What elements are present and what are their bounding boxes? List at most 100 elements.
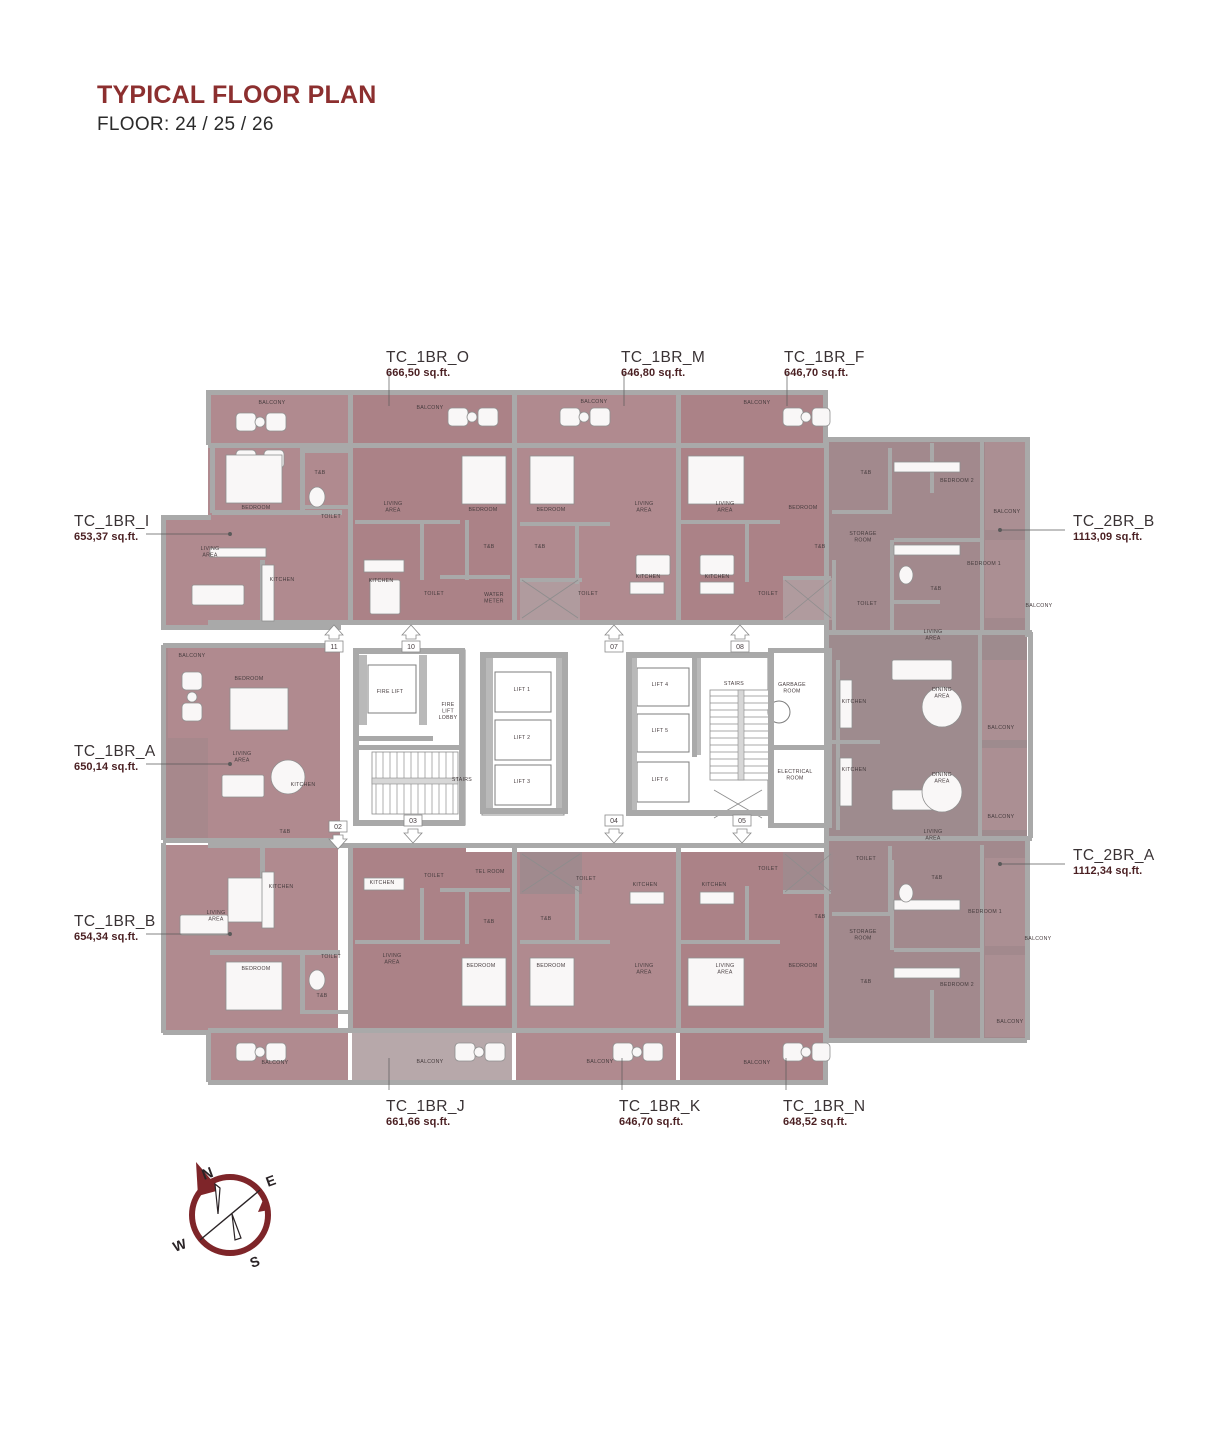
room-label: BEDROOM 2 (940, 478, 974, 484)
unit-name: TC_1BR_B (74, 913, 156, 930)
room-label: TOILET (576, 876, 596, 882)
room-label: TOILET (758, 866, 778, 872)
room-label: TOILET (424, 591, 444, 597)
room-label: T&B (317, 993, 328, 999)
room-label: BALCONY (988, 725, 1015, 731)
entry-marker: 11 (324, 624, 344, 653)
room-label: KITCHEN (370, 880, 395, 886)
entry-marker: 08 (730, 624, 750, 653)
unit-area: 653,37 sq.ft. (74, 531, 139, 544)
unit-area: 646,70 sq.ft. (784, 367, 849, 380)
compass-rose: N E S W (168, 1152, 288, 1272)
floor-subtitle: FLOOR: 24 / 25 / 26 (97, 114, 274, 136)
room-label: BALCONY (587, 1059, 614, 1065)
room-label: KITCHEN (842, 767, 867, 773)
unit-area: 648,52 sq.ft. (783, 1116, 848, 1129)
room-label: TOILET (424, 873, 444, 879)
room-label: T&B (932, 875, 943, 881)
entry-marker: 07 (604, 624, 624, 653)
room-label: BEDROOM (242, 505, 271, 511)
room-label: BALCONY (581, 399, 608, 405)
room-label: T&B (484, 544, 495, 550)
room-label: BALCONY (259, 400, 286, 406)
duct-marks (521, 579, 832, 893)
unit-area: 666,50 sq.ft. (386, 367, 451, 380)
room-label: TOILET (578, 591, 598, 597)
room-label: TOILET (758, 591, 778, 597)
unit-name: TC_1BR_F (784, 349, 865, 366)
entry-marker: 04 (604, 814, 624, 844)
unit-name: TC_1BR_J (386, 1098, 466, 1115)
room-label: LIFT 5 (652, 728, 669, 734)
room-label: BALCONY (988, 814, 1015, 820)
room-label: T&B (541, 916, 552, 922)
room-label: TOILET (857, 601, 877, 607)
unit-fills (163, 393, 1027, 1082)
room-label: BEDROOM (242, 966, 271, 972)
room-label: T&B (815, 914, 826, 920)
room-label: KITCHEN (269, 884, 294, 890)
room-label: LIFT 4 (652, 682, 669, 688)
room-label: BEDROOM 1 (968, 909, 1002, 915)
room-label: BEDROOM (537, 963, 566, 969)
room-label: KITCHEN (702, 882, 727, 888)
room-label: BALCONY (744, 400, 771, 406)
entry-marker: 03 (403, 814, 423, 844)
room-label: BALCONY (262, 1060, 289, 1066)
room-label: T&B (280, 829, 291, 835)
entry-marker-number: 03 (409, 818, 417, 825)
room-label: TOILET (321, 954, 341, 960)
room-label: TOILET (321, 514, 341, 520)
unit-area: 646,70 sq.ft. (619, 1116, 684, 1129)
entry-marker: 05 (732, 814, 752, 844)
unit-area: 646,80 sq.ft. (621, 367, 686, 380)
room-label: FIRE LIFT (377, 689, 404, 695)
room-label: BALCONY (1026, 603, 1053, 609)
room-label: BALCONY (179, 653, 206, 659)
unit-name: TC_1BR_K (619, 1098, 701, 1115)
entry-marker-number: 11 (330, 644, 337, 651)
room-label: BEDROOM (789, 963, 818, 969)
room-label: TEL ROOM (475, 869, 504, 875)
furniture-layer (179, 407, 963, 1062)
room-label: KITCHEN (705, 574, 730, 580)
entry-marker-number: 04 (610, 818, 618, 825)
unit-name: TC_1BR_N (783, 1098, 866, 1115)
room-label: LIFT 1 (514, 687, 531, 693)
room-label: KITCHEN (842, 699, 867, 705)
compass-west: W (171, 1235, 190, 1255)
unit-area: 1113,09 sq.ft. (1073, 531, 1143, 544)
entry-marker-number: 07 (610, 644, 618, 651)
compass-east: E (264, 1172, 278, 1190)
unit-name: TC_1BR_M (621, 349, 706, 366)
unit-area: 661,66 sq.ft. (386, 1116, 451, 1129)
header-block: TYPICAL FLOOR PLAN FLOOR: 24 / 25 / 26 (97, 82, 377, 135)
room-label: BALCONY (744, 1060, 771, 1066)
